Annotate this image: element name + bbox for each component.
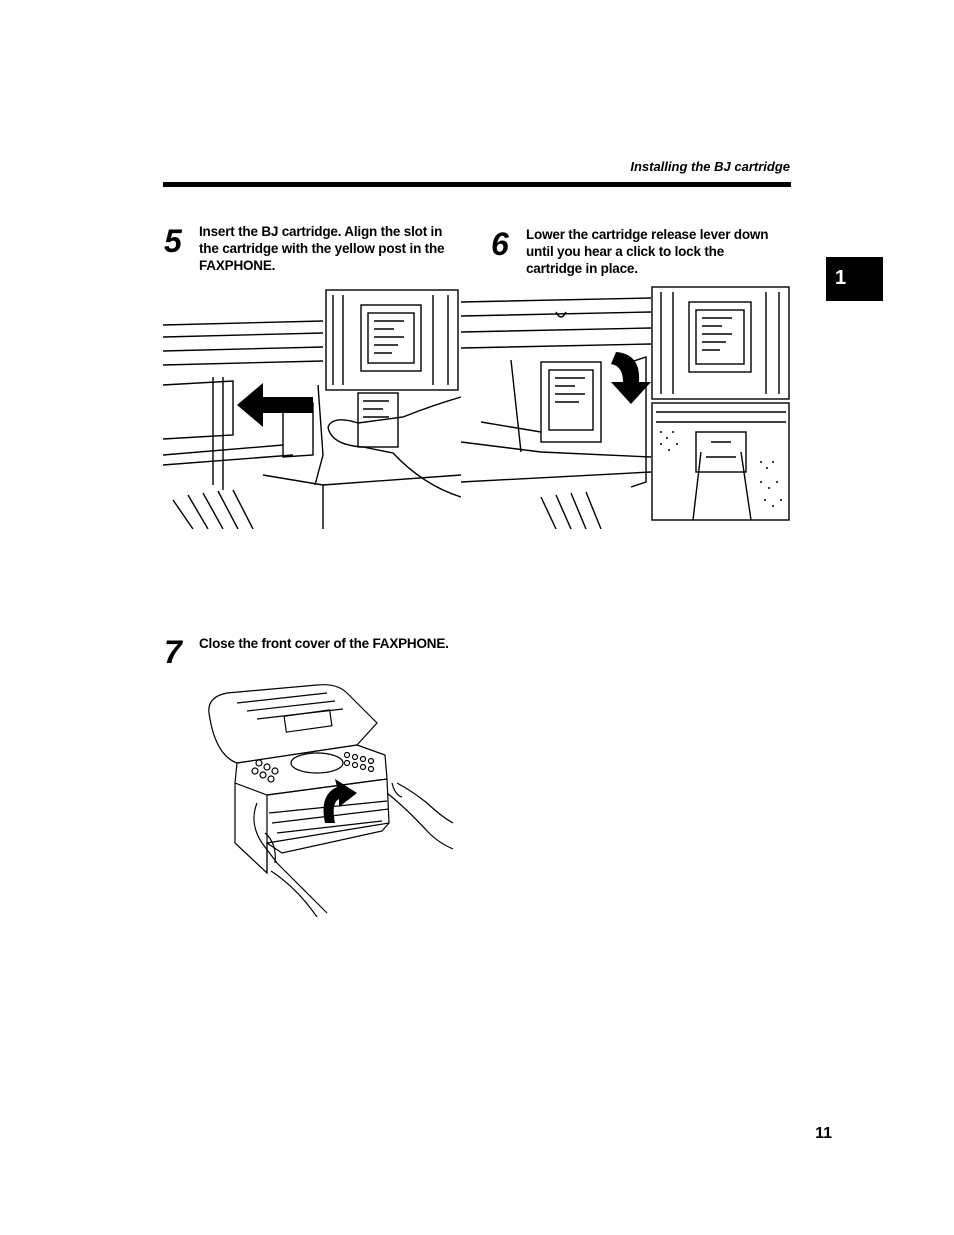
step-6-text: Lower the cartridge release lever down u… xyxy=(526,226,791,277)
step-5-line-1: Insert the BJ cartridge. Align the slot … xyxy=(199,224,443,239)
step-7-line-1: Close the front cover of the FAXPHONE. xyxy=(199,636,449,651)
page-number: 11 xyxy=(815,1125,832,1142)
step-6-line-2: until you hear a click to lock the xyxy=(526,244,725,259)
step-7-number: 7 xyxy=(164,634,182,670)
front-cover-closing-illustration xyxy=(208,684,454,917)
step-6-line-3: cartridge in place. xyxy=(526,261,638,276)
step-5-line-3: FAXPHONE. xyxy=(199,258,276,273)
header-rule xyxy=(163,182,791,187)
step-5-number: 5 xyxy=(164,223,182,259)
step-7-text: Close the front cover of the FAXPHONE. xyxy=(199,635,519,652)
cartridge-lever-illustration xyxy=(461,286,790,529)
chapter-tab-label: 1 xyxy=(835,267,847,289)
running-header-title: Installing the BJ cartridge xyxy=(630,159,790,174)
step-6-line-1: Lower the cartridge release lever down xyxy=(526,227,769,242)
step-5-line-2: the cartridge with the yellow post in th… xyxy=(199,241,445,256)
cartridge-insertion-illustration xyxy=(163,289,461,529)
chapter-tab: 1 xyxy=(826,257,883,301)
step-6-number: 6 xyxy=(491,226,509,262)
step-5-text: Insert the BJ cartridge. Align the slot … xyxy=(199,223,464,274)
